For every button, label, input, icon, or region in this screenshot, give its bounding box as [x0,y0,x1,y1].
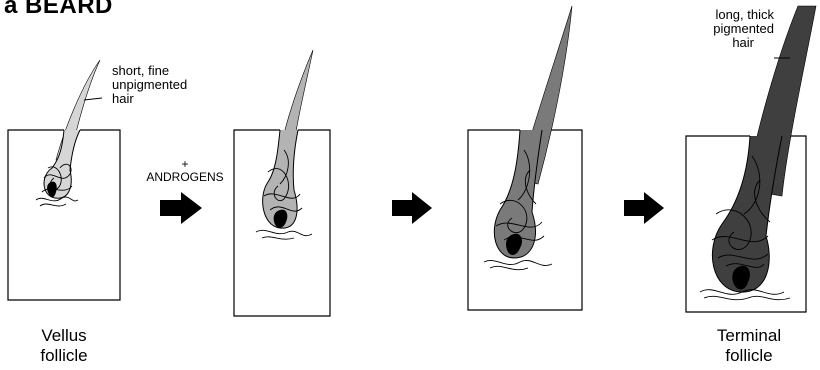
terminal-follicle-caption: Terminal follicle [694,326,804,366]
vellus-hair-annotation-line-2: unpigmented [112,78,187,92]
figure-title: a BEARD [4,0,113,20]
stage-intermediate-1 [234,50,330,316]
right-arrow-icon [624,192,664,224]
arrows [160,192,664,224]
vellus-caption-line-1: Vellus [14,326,114,346]
terminal-hair-annotation-line-2: pigmented [713,22,774,36]
stage-vellus [8,60,120,300]
vellus-caption-line-2: follicle [14,346,114,366]
androgens-text: ANDROGENS [140,171,230,184]
right-arrow-icon [392,192,432,224]
leader-line-vellus [84,98,102,100]
terminal-hair-annotation: long, thick pigmented hair [713,8,774,50]
stage-terminal [686,6,816,312]
androgens-label: + ANDROGENS [140,158,230,184]
vellus-hair-annotation-line-3: hair [112,92,187,106]
vellus-hair-annotation: short, fine unpigmented hair [112,64,187,106]
terminal-caption-line-2: follicle [694,346,804,366]
terminal-caption-line-1: Terminal [694,326,804,346]
right-arrow-icon [160,192,202,224]
terminal-hair-annotation-line-1: long, thick [713,8,774,22]
vellus-follicle-caption: Vellus follicle [14,326,114,366]
vellus-hair-annotation-line-1: short, fine [112,64,187,78]
terminal-hair-annotation-line-3: hair [713,36,754,50]
stage-intermediate-2 [468,6,582,310]
